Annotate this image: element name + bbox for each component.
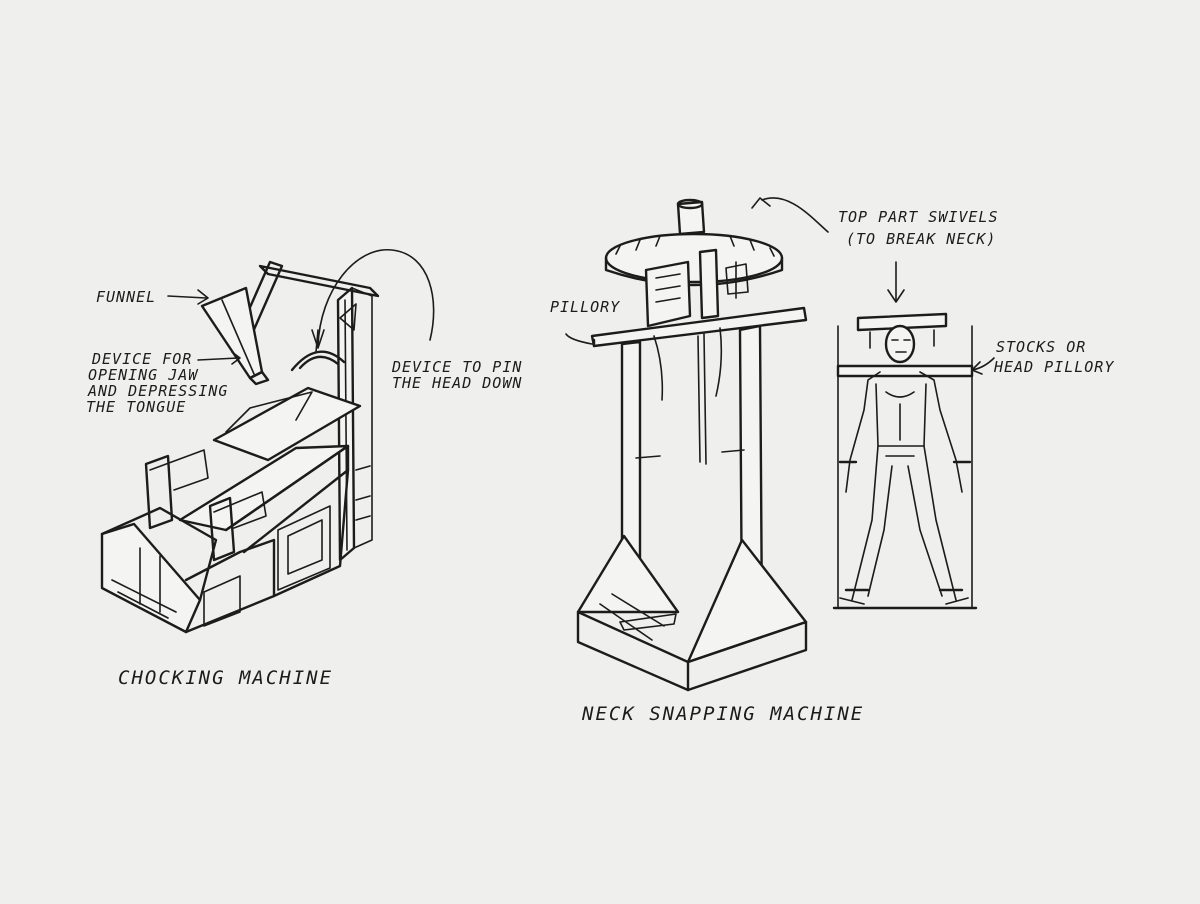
label-jaw-device-line-2: OPENING JAW [88, 366, 199, 384]
neck-snapping-machine-drawing [565, 197, 829, 692]
label-stocks-line-2: HEAD PILLORY [993, 358, 1114, 376]
label-pin-device-line-2: THE HEAD DOWN [392, 374, 522, 392]
label-jaw-device-line-4: THE TONGUE [86, 398, 186, 416]
label-swivel-line-2: (TO BREAK NECK) [846, 230, 996, 248]
label-pillory: PILLORY [550, 298, 620, 316]
caption-choking-machine: CHOCKING MACHINE [118, 667, 333, 689]
label-jaw-device-line-3: AND DEPRESSING [87, 382, 228, 400]
stocks-figure-drawing [832, 261, 995, 610]
choking-machine-drawing [100, 249, 435, 634]
label-stocks-line-1: STOCKS OR [996, 338, 1086, 356]
label-funnel: FUNNEL [96, 288, 156, 306]
caption-neck-snapping-machine: NECK SNAPPING MACHINE [581, 703, 864, 725]
label-swivel-line-1: TOP PART SWIVELS [838, 208, 999, 226]
label-pin-device-line-1: DEVICE TO PIN [391, 358, 522, 376]
label-jaw-device-line-1: DEVICE FOR [91, 350, 192, 368]
